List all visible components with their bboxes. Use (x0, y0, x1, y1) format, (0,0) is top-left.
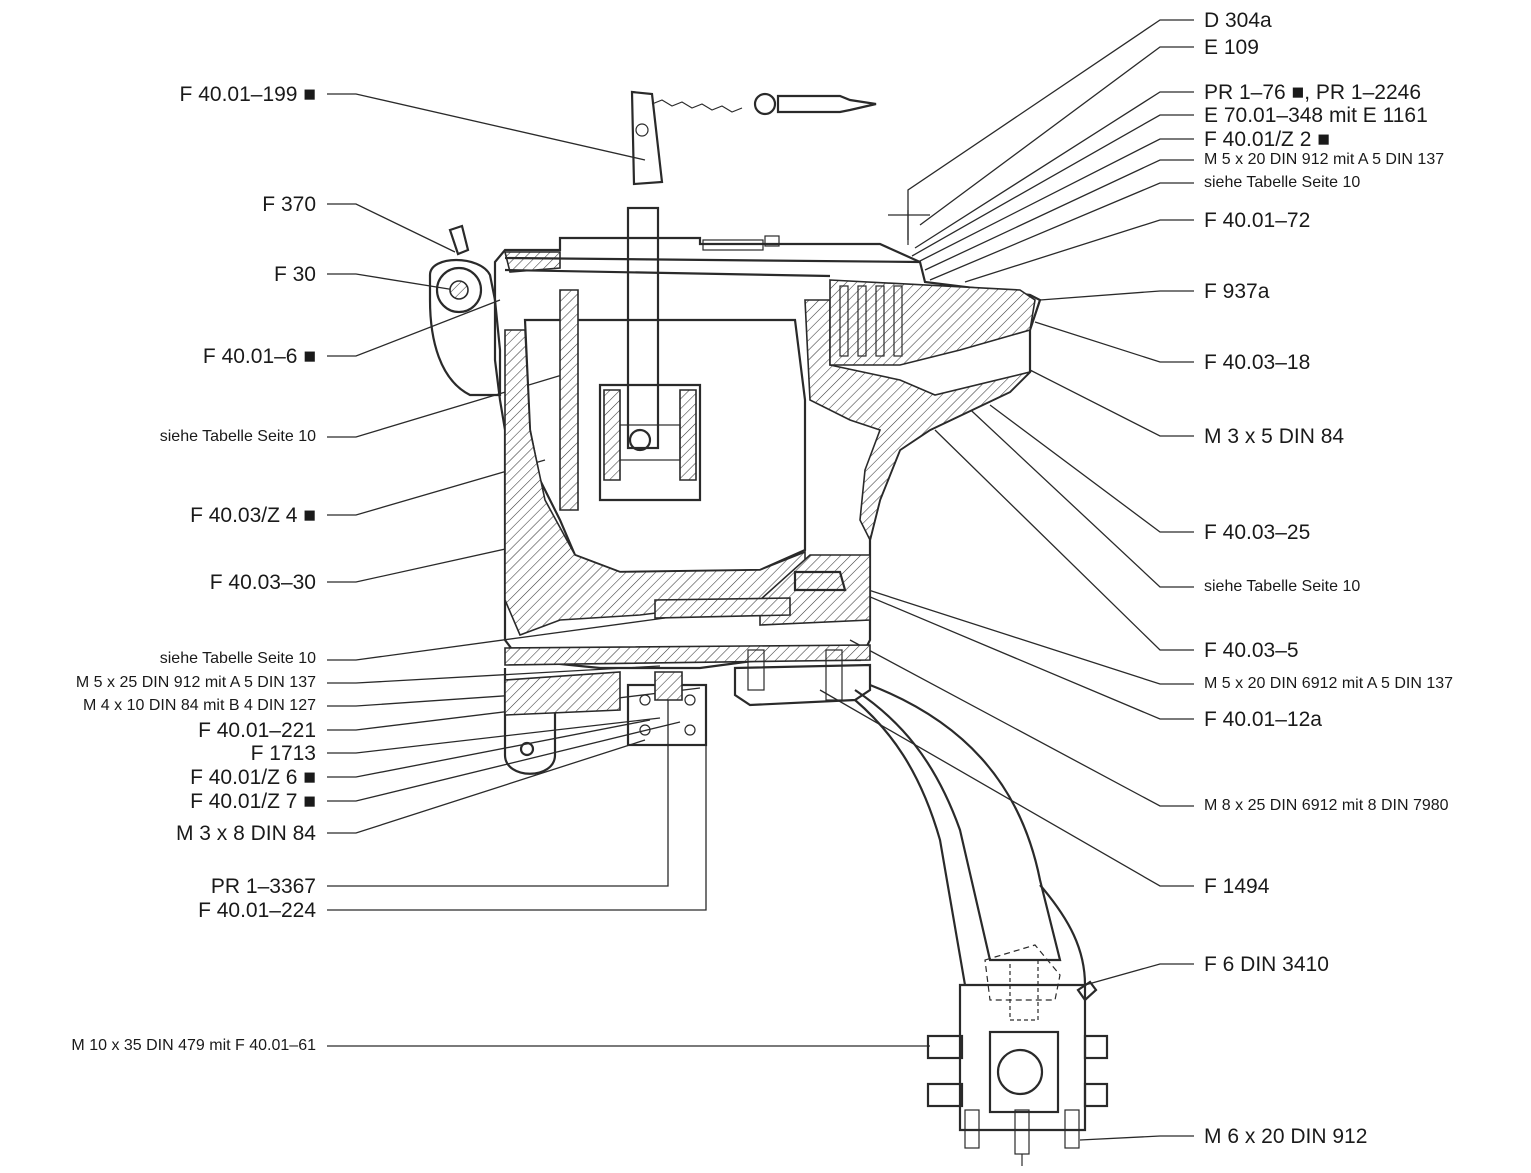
label-right-12: F 40.03–25 (1204, 521, 1311, 544)
label-right-7: siehe Tabelle Seite 10 (1204, 174, 1361, 191)
label-left-13: F 40.01/Z 6 ■ (190, 766, 316, 789)
label-left-2: F 370 (262, 193, 316, 216)
label-right-15: M 5 x 20 DIN 6912 mit A 5 DIN 137 (1204, 675, 1454, 692)
label-right-13: siehe Tabelle Seite 10 (1204, 578, 1361, 595)
label-left-6: F 40.03/Z 4 ■ (190, 504, 316, 527)
top-bolts (839, 210, 930, 357)
label-right-8: F 40.01–72 (1204, 209, 1311, 232)
label-right-6: M 5 x 20 DIN 912 mit A 5 DIN 137 (1204, 151, 1445, 168)
label-left-14: F 40.01/Z 7 ■ (190, 790, 316, 813)
label-right-4: E 70.01–348 mit E 1161 (1204, 104, 1428, 127)
label-right-19: F 6 DIN 3410 (1204, 953, 1329, 976)
label-left-16: PR 1–3367 (210, 875, 316, 898)
leader-lines-right (819, 19, 1194, 1141)
label-left-10: M 4 x 10 DIN 84 mit B 4 DIN 127 (83, 697, 316, 714)
label-right-9: F 937a (1204, 280, 1270, 303)
label-left-11: F 40.01–221 (198, 719, 316, 742)
label-left-3: F 30 (273, 263, 316, 286)
label-left-18: M 10 x 35 DIN 479 mit F 40.01–61 (71, 1037, 316, 1054)
main-housing (428, 206, 1042, 775)
label-left-15: M 3 x 8 DIN 84 (175, 822, 316, 845)
label-right-18: F 1494 (1204, 875, 1270, 898)
label-right-17: M 8 x 25 DIN 6912 mit 8 DIN 7980 (1204, 797, 1449, 814)
label-left-17: F 40.01–224 (198, 899, 316, 922)
label-right-3: PR 1–76 ■, PR 1–2246 (1204, 81, 1421, 104)
pin-and-chain (630, 90, 877, 186)
label-left-7: F 40.03–30 (209, 571, 316, 594)
label-right-14: F 40.03–5 (1204, 639, 1299, 662)
leader-lines-left (327, 93, 930, 1047)
clamp-block (926, 980, 1109, 1166)
label-left-8: siehe Tabelle Seite 10 (159, 650, 316, 667)
label-right-16: F 40.01–12a (1204, 708, 1322, 731)
label-right-11: M 3 x 5 DIN 84 (1204, 425, 1345, 448)
label-right-20: M 6 x 20 DIN 912 (1204, 1125, 1368, 1148)
label-left-1: F 40.01–199 ■ (179, 83, 316, 106)
label-left-4: F 40.01–6 ■ (202, 345, 316, 368)
label-right-10: F 40.03–18 (1204, 351, 1311, 374)
support-arm (854, 683, 1087, 1021)
label-left-9: M 5 x 25 DIN 912 mit A 5 DIN 137 (75, 674, 316, 691)
label-right-1: D 304a (1204, 9, 1272, 32)
label-right-2: E 109 (1204, 36, 1259, 59)
label-left-12: F 1713 (250, 742, 316, 765)
label-left-5: siehe Tabelle Seite 10 (159, 428, 316, 445)
label-right-5: F 40.01/Z 2 ■ (1204, 128, 1330, 151)
